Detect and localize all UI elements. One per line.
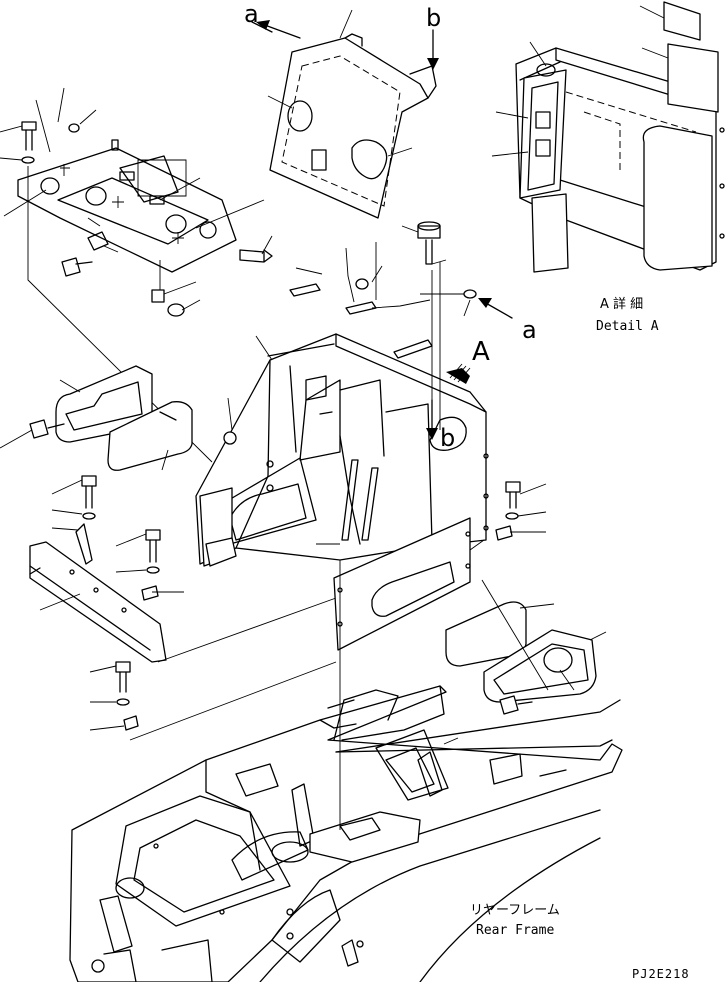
ref-b-top: b <box>426 4 441 32</box>
top-plate-assembly <box>17 147 273 273</box>
main-frame-structure <box>195 333 489 567</box>
top-left-bolts <box>21 121 185 317</box>
arrow-a-top <box>256 20 301 39</box>
center-leaders <box>227 225 471 545</box>
main-frame-detail-parts <box>223 221 477 445</box>
rear-frame-jp: リヤーフレーム <box>470 903 560 918</box>
arrow-b-top <box>427 29 439 70</box>
right-lower-panel <box>333 481 607 715</box>
left-cover-plates <box>0 365 193 471</box>
rear-frame <box>69 270 623 982</box>
detail-a-view <box>491 1 725 273</box>
arrow-big-A <box>446 363 471 384</box>
detail-a-jp: A 詳 細 <box>600 296 643 312</box>
arrow-a-mid <box>478 298 513 319</box>
ref-a-mid: a <box>522 316 537 344</box>
ref-A-arrow: A <box>472 337 490 367</box>
drawing-code: PJ2E218 <box>632 967 690 981</box>
detail-a-en: Detail A <box>596 319 659 334</box>
left-bracket-assembly <box>29 475 337 741</box>
ref-a-top: a <box>244 0 259 28</box>
ref-b-mid: b <box>440 424 455 452</box>
rear-frame-en: Rear Frame <box>476 923 554 938</box>
arrow-b-mid <box>426 399 438 440</box>
top-cover-panel <box>251 9 437 219</box>
